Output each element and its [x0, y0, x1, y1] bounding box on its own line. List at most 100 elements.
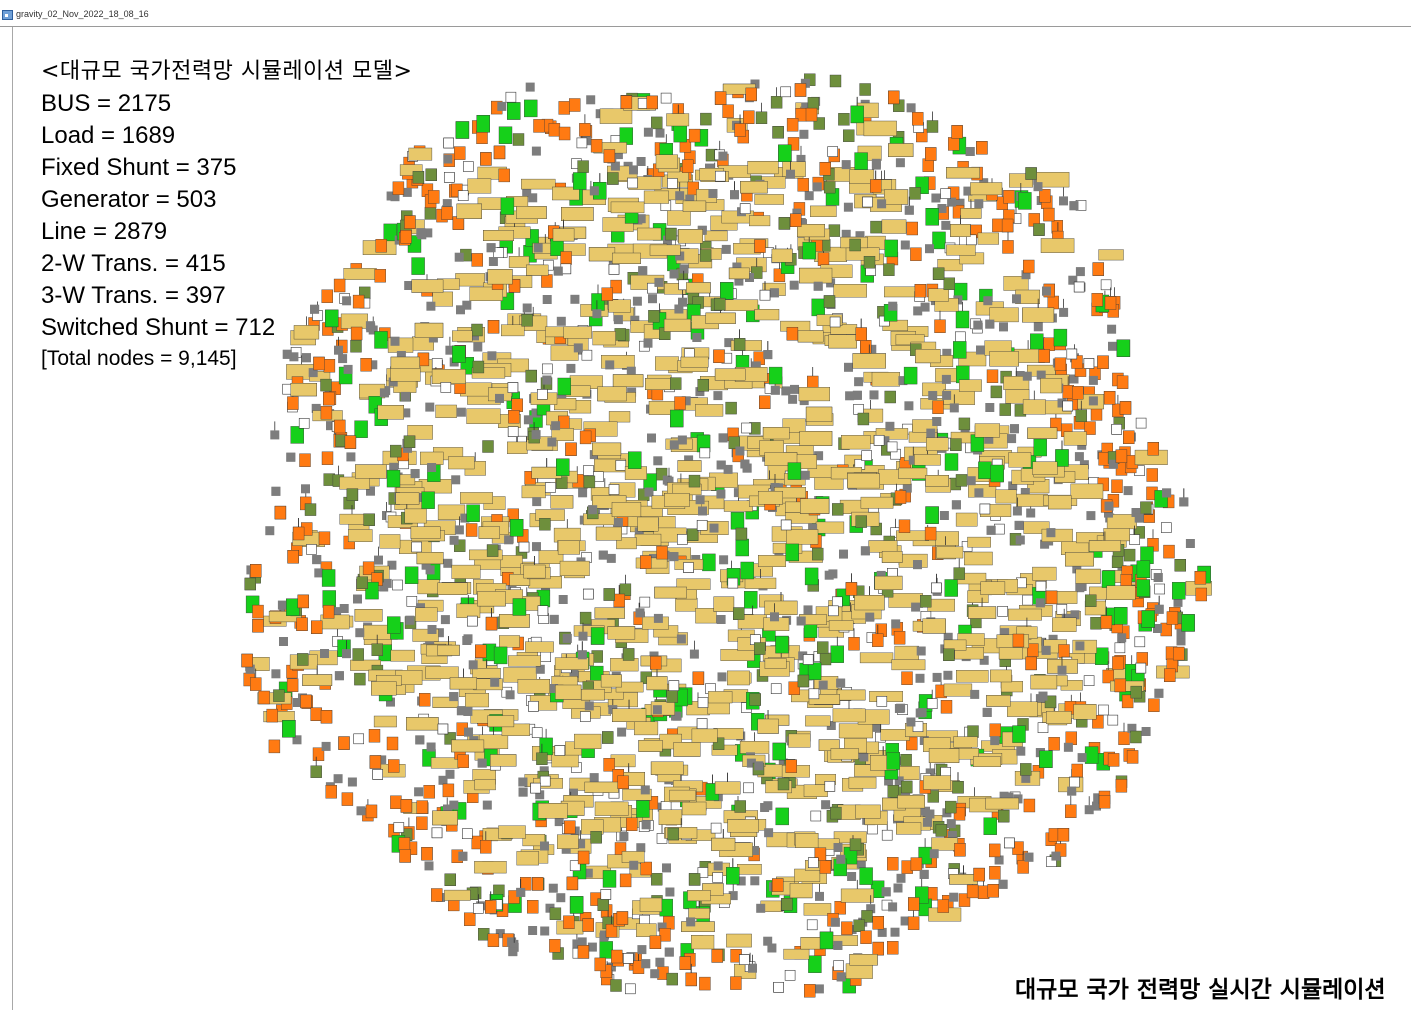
node-bus[interactable]	[554, 657, 589, 670]
node-fixed-shunt[interactable]	[1120, 574, 1133, 588]
node-load[interactable]	[386, 191, 396, 201]
node-switched-shunt[interactable]	[1130, 685, 1143, 699]
node-load[interactable]	[929, 849, 939, 859]
node-switched-shunt[interactable]	[310, 765, 322, 778]
node-fixed-shunt[interactable]	[603, 758, 615, 772]
node-generator[interactable]	[1018, 192, 1032, 210]
node-generator[interactable]	[944, 453, 959, 471]
node-load[interactable]	[522, 303, 532, 313]
node-load[interactable]	[937, 204, 947, 213]
node-fixed-shunt[interactable]	[416, 816, 428, 830]
node-bus[interactable]	[928, 288, 949, 302]
node-transformer[interactable]	[431, 827, 443, 839]
node-load[interactable]	[339, 604, 349, 613]
node-bus[interactable]	[943, 639, 967, 651]
node-fixed-shunt[interactable]	[428, 190, 440, 204]
node-load[interactable]	[985, 319, 995, 329]
node-fixed-shunt[interactable]	[1097, 355, 1109, 369]
node-bus[interactable]	[711, 837, 736, 851]
node-bus[interactable]	[1022, 307, 1055, 323]
node-load[interactable]	[279, 637, 288, 646]
node-transformer[interactable]	[505, 91, 517, 103]
node-switched-shunt[interactable]	[471, 323, 483, 337]
node-fixed-shunt[interactable]	[620, 95, 633, 109]
node-bus[interactable]	[1075, 568, 1101, 584]
node-load[interactable]	[1131, 508, 1141, 517]
node-load[interactable]	[716, 489, 726, 499]
node-fixed-shunt[interactable]	[887, 941, 899, 955]
node-bus[interactable]	[833, 284, 867, 298]
node-fixed-shunt[interactable]	[745, 87, 757, 102]
node-load[interactable]	[320, 649, 329, 658]
node-transformer[interactable]	[627, 177, 638, 189]
node-transformer[interactable]	[876, 695, 888, 707]
node-bus[interactable]	[989, 351, 1019, 367]
node-transformer[interactable]	[697, 697, 709, 708]
node-switched-shunt[interactable]	[832, 503, 844, 516]
node-load[interactable]	[1038, 691, 1048, 701]
node-load[interactable]	[629, 165, 638, 175]
node-switched-shunt[interactable]	[425, 168, 437, 182]
node-transformer[interactable]	[440, 382, 452, 393]
node-generator[interactable]	[619, 127, 633, 145]
node-bus[interactable]	[449, 677, 477, 690]
node-fixed-shunt[interactable]	[475, 644, 487, 658]
node-load[interactable]	[405, 615, 415, 625]
node-bus[interactable]	[420, 451, 444, 465]
node-transformer[interactable]	[443, 172, 455, 183]
node-load[interactable]	[675, 251, 685, 261]
node-fixed-shunt[interactable]	[350, 326, 363, 341]
node-load[interactable]	[746, 758, 756, 768]
node-fixed-shunt[interactable]	[906, 221, 918, 236]
node-transformer[interactable]	[462, 161, 474, 172]
node-switched-shunt[interactable]	[990, 385, 1003, 399]
node-bus[interactable]	[354, 609, 383, 622]
node-load[interactable]	[888, 902, 898, 912]
node-load[interactable]	[586, 95, 596, 105]
node-fixed-shunt[interactable]	[250, 564, 262, 578]
node-load[interactable]	[943, 670, 953, 680]
node-fixed-shunt[interactable]	[953, 807, 966, 821]
node-transformer[interactable]	[780, 86, 792, 98]
node-generator[interactable]	[720, 282, 734, 300]
node-fixed-shunt[interactable]	[362, 561, 375, 575]
node-fixed-shunt[interactable]	[977, 885, 990, 899]
node-transformer[interactable]	[541, 363, 553, 375]
node-load[interactable]	[966, 476, 976, 486]
node-bus[interactable]	[1103, 528, 1130, 542]
node-fixed-shunt[interactable]	[626, 817, 638, 831]
node-bus[interactable]	[874, 575, 903, 590]
node-bus[interactable]	[611, 502, 642, 517]
node-bus[interactable]	[727, 819, 759, 833]
node-fixed-shunt[interactable]	[610, 279, 622, 294]
node-switched-shunt[interactable]	[955, 474, 968, 487]
node-load[interactable]	[669, 552, 679, 562]
node-switched-shunt[interactable]	[346, 488, 359, 501]
node-bus[interactable]	[594, 607, 626, 619]
node-load[interactable]	[588, 505, 598, 515]
node-bus[interactable]	[437, 644, 460, 656]
node-load[interactable]	[1070, 610, 1080, 620]
node-fixed-shunt[interactable]	[252, 604, 264, 619]
node-transformer[interactable]	[624, 983, 636, 995]
node-fixed-shunt[interactable]	[1121, 694, 1134, 709]
node-fixed-shunt[interactable]	[1114, 678, 1127, 693]
node-bus[interactable]	[691, 935, 715, 950]
node-load[interactable]	[990, 736, 1000, 746]
node-load[interactable]	[781, 386, 791, 396]
node-bus[interactable]	[456, 203, 482, 219]
node-load[interactable]	[569, 788, 578, 798]
node-fixed-shunt[interactable]	[1111, 479, 1123, 493]
node-transformer[interactable]	[372, 769, 384, 780]
node-switched-shunt[interactable]	[714, 297, 726, 311]
node-load[interactable]	[845, 391, 855, 401]
node-transformer[interactable]	[810, 810, 822, 822]
node-switched-shunt[interactable]	[958, 417, 971, 431]
node-load[interactable]	[271, 669, 281, 679]
node-bus[interactable]	[444, 889, 471, 901]
node-fixed-shunt[interactable]	[582, 918, 594, 932]
node-load[interactable]	[908, 455, 918, 465]
node-fixed-shunt[interactable]	[1071, 763, 1083, 778]
node-fixed-shunt[interactable]	[1038, 349, 1050, 363]
node-transformer[interactable]	[1062, 400, 1073, 412]
